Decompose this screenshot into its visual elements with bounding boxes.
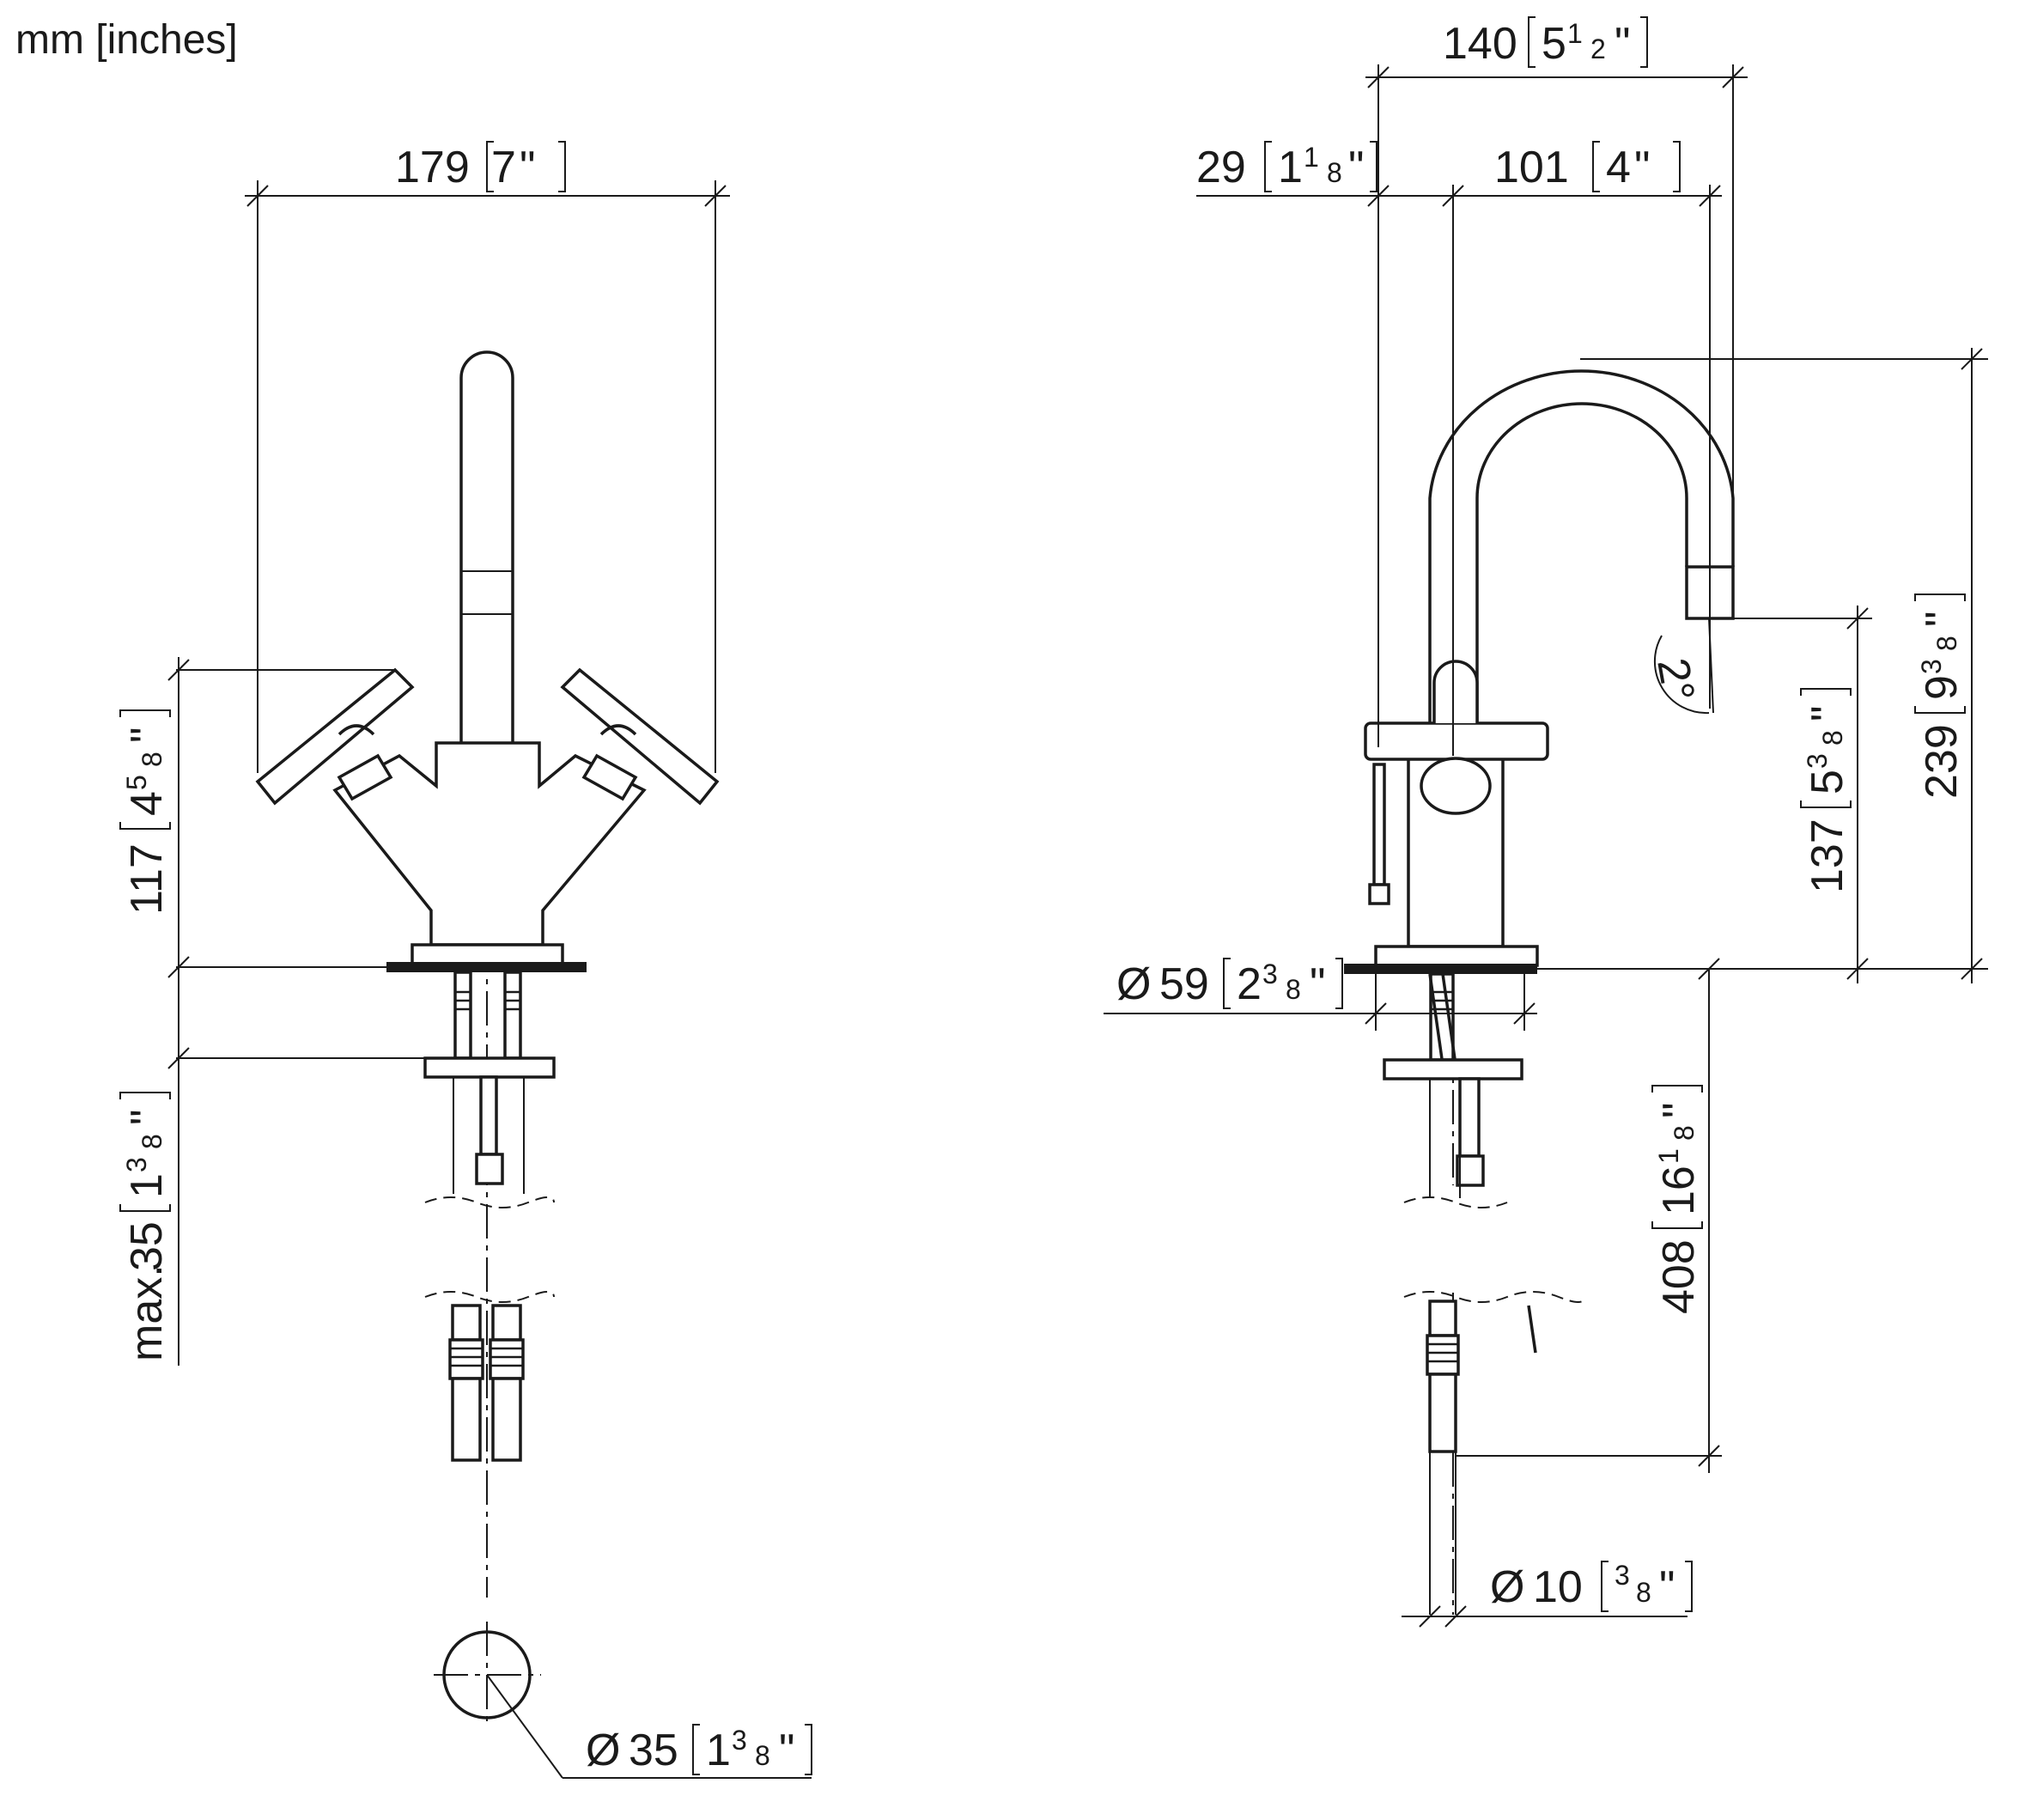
svg-text:8: 8 — [1636, 1577, 1651, 1608]
svg-text:59: 59 — [1159, 959, 1209, 1009]
svg-text:1: 1 — [706, 1726, 731, 1775]
side-lift-rod — [1372, 763, 1386, 886]
side-angle-arc — [1653, 635, 1710, 715]
svg-text:Ø: Ø — [1490, 1562, 1524, 1612]
svg-text:101: 101 — [1494, 143, 1569, 192]
svg-text:35: 35 — [629, 1726, 678, 1775]
svg-text:7: 7 — [491, 143, 516, 192]
svg-text:": " — [122, 1110, 172, 1125]
svg-text:8: 8 — [1286, 974, 1301, 1005]
svg-text:3: 3 — [1802, 753, 1833, 769]
dim-side-spout-height: 137 5 3 8 " — [1800, 688, 1852, 893]
svg-text:Ø: Ø — [586, 1726, 620, 1775]
svg-text:": " — [1654, 1103, 1704, 1118]
svg-text:140: 140 — [1443, 19, 1517, 69]
svg-text:137: 137 — [1803, 819, 1852, 893]
svg-text:": " — [1803, 706, 1852, 721]
svg-text:": " — [1634, 143, 1650, 192]
svg-text:": " — [122, 727, 172, 743]
svg-text:5: 5 — [121, 775, 152, 790]
side-spout-inner — [1475, 402, 1688, 756]
front-left-handle — [255, 667, 415, 806]
svg-text:3: 3 — [732, 1725, 747, 1756]
svg-text:35: 35 — [122, 1221, 172, 1271]
svg-text:3: 3 — [1262, 959, 1278, 989]
svg-text:": " — [1348, 143, 1364, 192]
front-base-plate — [410, 943, 564, 965]
svg-text:8: 8 — [1817, 730, 1848, 746]
svg-text:8: 8 — [1931, 636, 1962, 651]
dim-side-total-height: 239 9 3 8 " — [1914, 593, 1967, 799]
svg-text:": " — [1310, 959, 1325, 1009]
svg-text:4: 4 — [1606, 143, 1631, 192]
svg-text:1: 1 — [122, 1173, 172, 1198]
svg-text:5: 5 — [1542, 19, 1566, 69]
svg-text:8: 8 — [1327, 157, 1342, 188]
svg-text:Ø: Ø — [1116, 959, 1151, 1009]
front-break-top — [424, 1196, 555, 1208]
front-view — [167, 180, 812, 1779]
front-spout — [459, 350, 514, 807]
svg-text:": " — [779, 1726, 794, 1775]
svg-text:5: 5 — [1803, 770, 1852, 794]
dim-side-projection: 140 5 1 2 " — [1443, 16, 1648, 69]
side-handle-bar — [1364, 721, 1549, 761]
dim-front-hole-diameter: Ø 35 1 3 8 " — [586, 1724, 812, 1775]
svg-text:8: 8 — [1669, 1125, 1700, 1141]
svg-text:3: 3 — [121, 1157, 152, 1172]
svg-text:408: 408 — [1654, 1239, 1704, 1314]
svg-text:16: 16 — [1654, 1166, 1704, 1215]
svg-text:9: 9 — [1917, 675, 1967, 700]
dim-front-width: 179 7 " — [395, 141, 566, 192]
front-break-bottom — [424, 1291, 555, 1303]
svg-text:1: 1 — [1278, 143, 1303, 192]
front-right-handle — [560, 667, 720, 806]
dim-front-max-thickness: max. 35 1 3 8 " — [119, 1092, 172, 1361]
svg-text:": " — [1615, 19, 1630, 69]
dim-side-hose-length: 408 16 1 8 " — [1651, 1085, 1704, 1314]
dim-front-handle-height: 117 4 5 8 " — [119, 709, 172, 915]
svg-text:2°: 2° — [1647, 654, 1704, 705]
svg-text:117: 117 — [122, 843, 172, 915]
svg-text:3: 3 — [1916, 659, 1947, 674]
svg-text:2: 2 — [1590, 33, 1606, 64]
svg-text:": " — [1659, 1562, 1675, 1612]
svg-text:29: 29 — [1196, 143, 1246, 192]
dim-side-hose-diameter: Ø 10 3 8 " — [1490, 1560, 1693, 1612]
side-view — [1104, 64, 1988, 1628]
svg-text:2: 2 — [1237, 959, 1262, 1009]
svg-text:1: 1 — [1567, 18, 1583, 49]
svg-text:max.: max. — [122, 1264, 172, 1361]
front-mounting-nut — [423, 1056, 556, 1079]
dim-side-handle-offset: 29 1 1 8 " — [1196, 141, 1377, 192]
svg-text:8: 8 — [137, 1134, 167, 1149]
svg-text:8: 8 — [755, 1740, 770, 1771]
svg-text:179: 179 — [395, 143, 470, 192]
svg-text:8: 8 — [137, 752, 167, 767]
svg-text:10: 10 — [1533, 1562, 1583, 1612]
svg-text:1: 1 — [1653, 1148, 1684, 1164]
side-spout-outer — [1428, 369, 1735, 756]
svg-text:": " — [1917, 612, 1967, 627]
dim-side-reach: 101 4 " — [1494, 141, 1681, 192]
svg-text:": " — [520, 143, 535, 192]
svg-text:239: 239 — [1917, 724, 1967, 799]
side-base-plate — [1374, 945, 1539, 967]
side-mounting-nut — [1383, 1058, 1523, 1080]
dim-side-base-diameter: Ø 59 2 3 8 " — [1116, 958, 1343, 1009]
units-label: mm [inches] — [15, 17, 238, 63]
svg-text:4: 4 — [122, 791, 172, 816]
svg-text:3: 3 — [1615, 1560, 1630, 1591]
dim-side-angle: 2° — [1647, 654, 1704, 705]
svg-text:1: 1 — [1304, 142, 1319, 173]
